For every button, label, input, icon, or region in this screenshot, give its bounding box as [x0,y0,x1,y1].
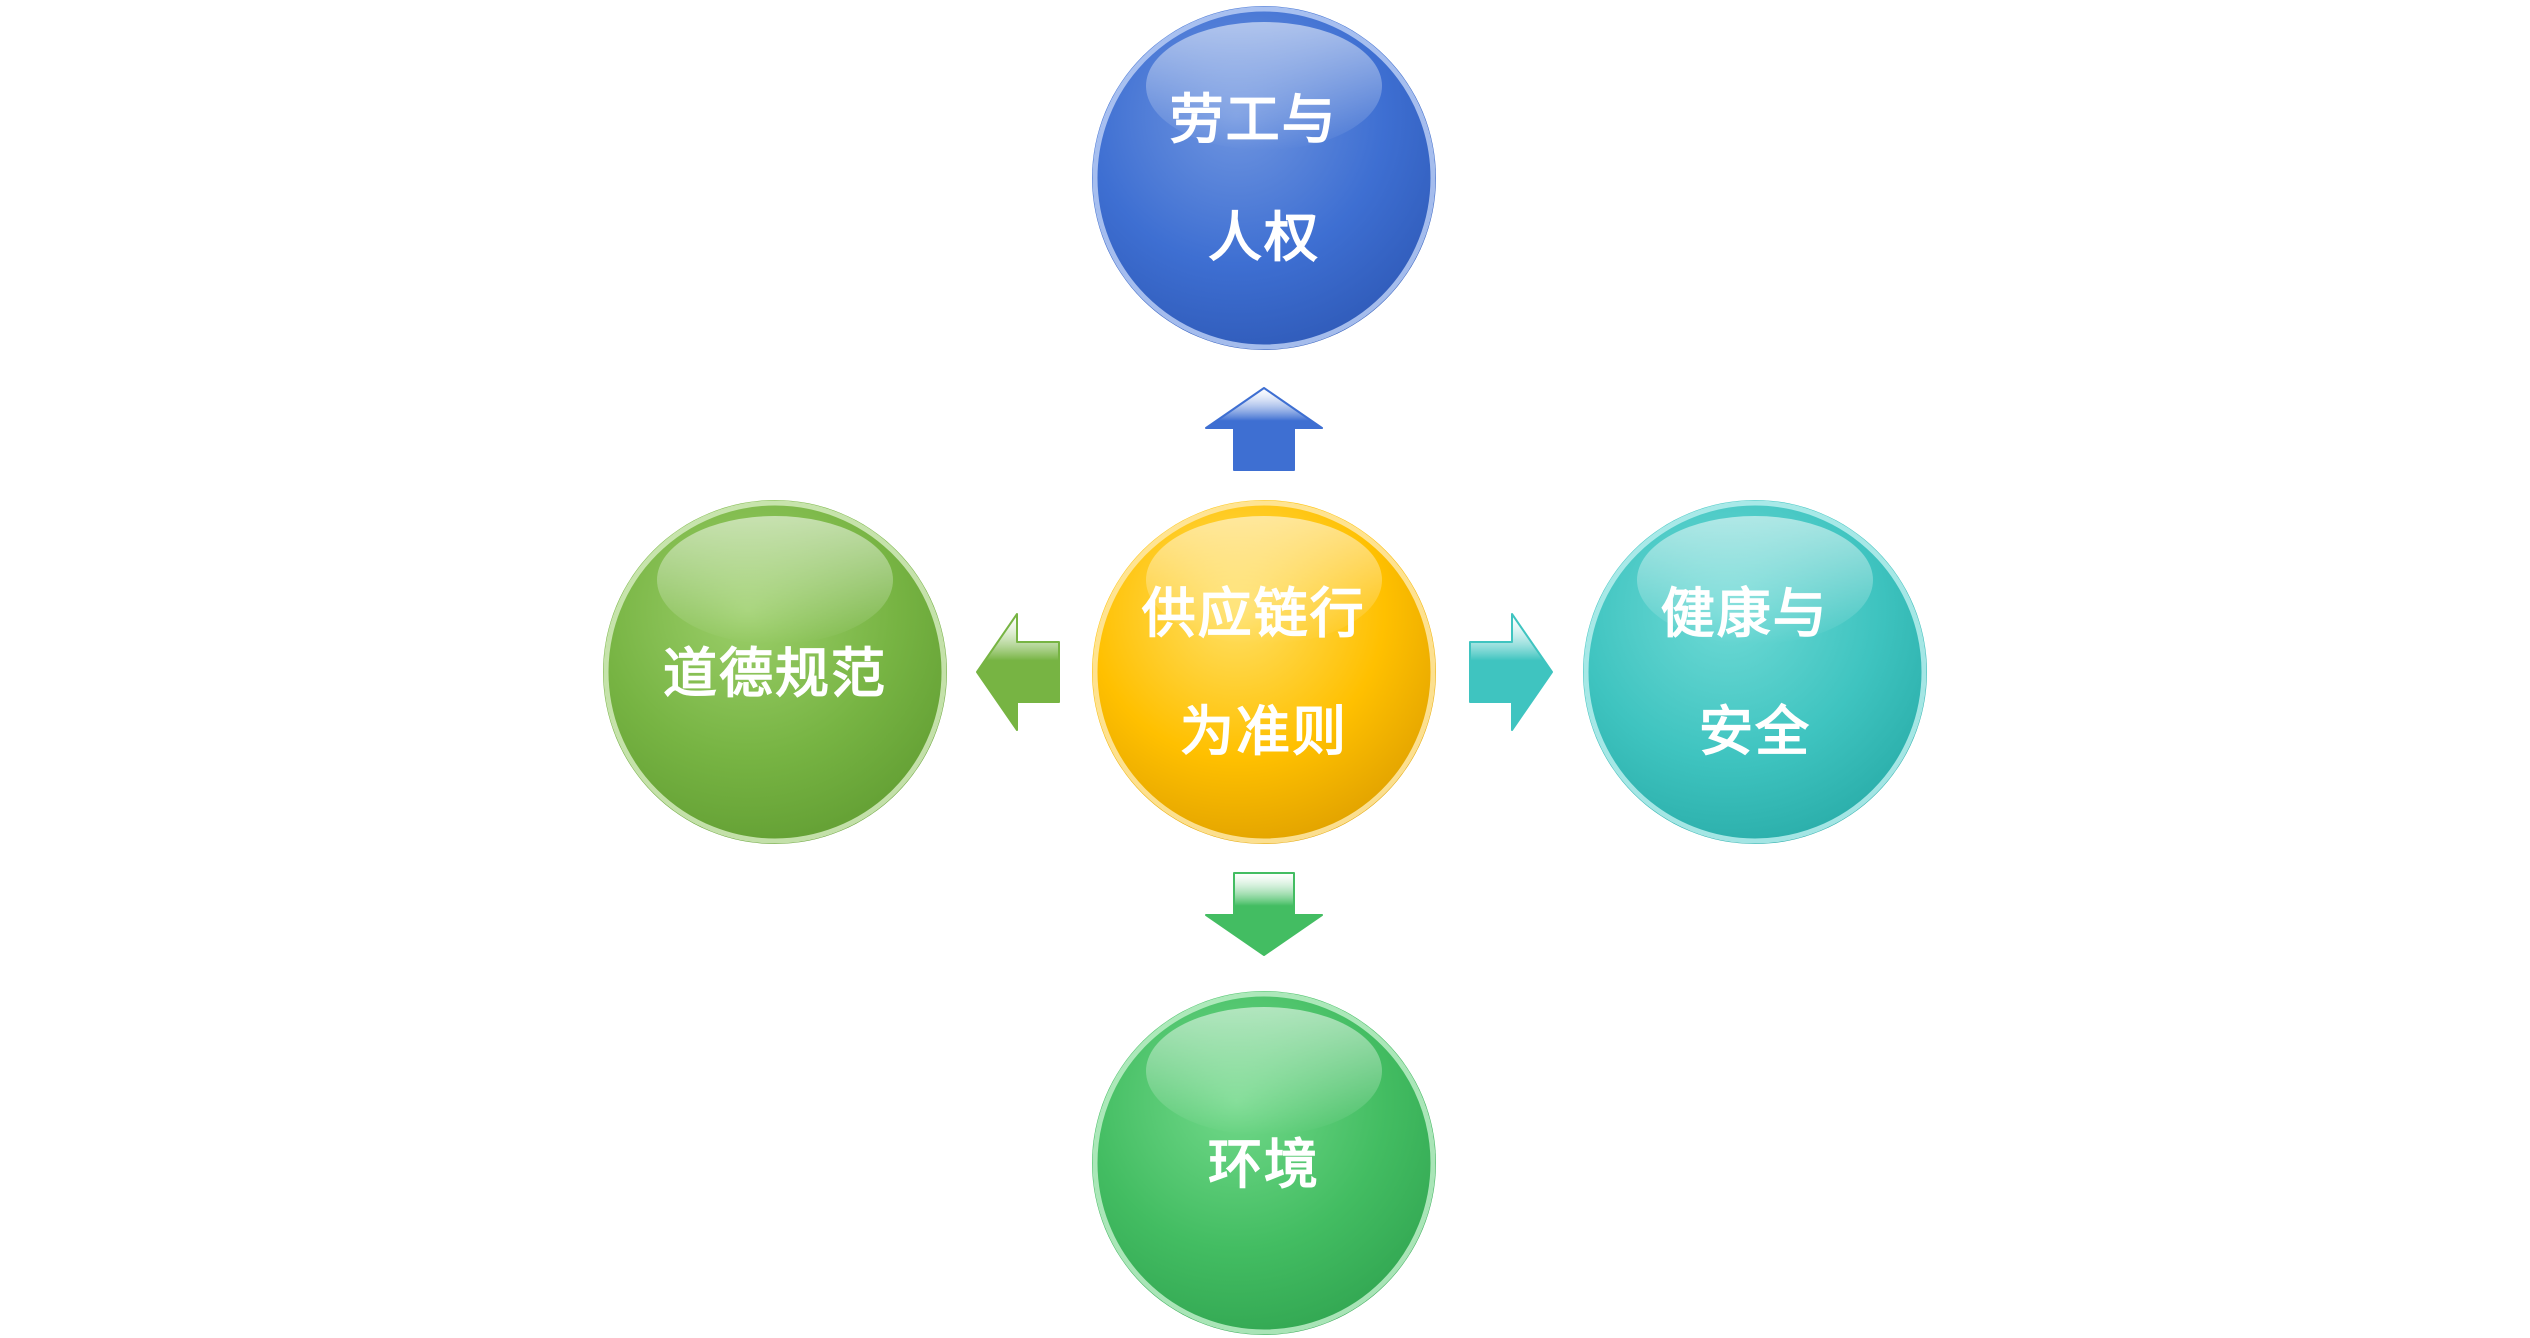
node-label: 道德规范 [663,642,887,705]
node-label-line: 环境 [1208,1133,1320,1196]
node-label-line: 健康与 [1661,582,1829,645]
node-environment: 环境 [1092,991,1436,1335]
arrow-up-icon [1205,387,1323,471]
node-label: 劳工与 人权 [1170,88,1359,269]
node-labor-human-rights: 劳工与 人权 [1092,6,1436,350]
node-supply-chain-code-of-conduct: 供应链行 为准则 [1092,500,1436,844]
node-label-line: 供应链行 [1142,582,1366,645]
arrow-right-icon [1469,613,1553,731]
node-label: 健康与 安全 [1661,582,1850,763]
node-label-line: 道德规范 [663,642,887,705]
node-label-line: 人权 [1208,206,1320,269]
node-ethics: 道德规范 [603,500,947,844]
node-label: 供应链行 为准则 [1142,582,1387,763]
node-health-safety: 健康与 安全 [1583,500,1927,844]
node-label-line: 安全 [1699,700,1811,763]
node-label-line: 劳工与 [1170,88,1338,151]
arrow-left-icon [976,613,1060,731]
node-label-line: 为准则 [1180,700,1348,763]
arrow-down-icon [1205,872,1323,956]
node-label: 环境 [1208,1133,1320,1196]
